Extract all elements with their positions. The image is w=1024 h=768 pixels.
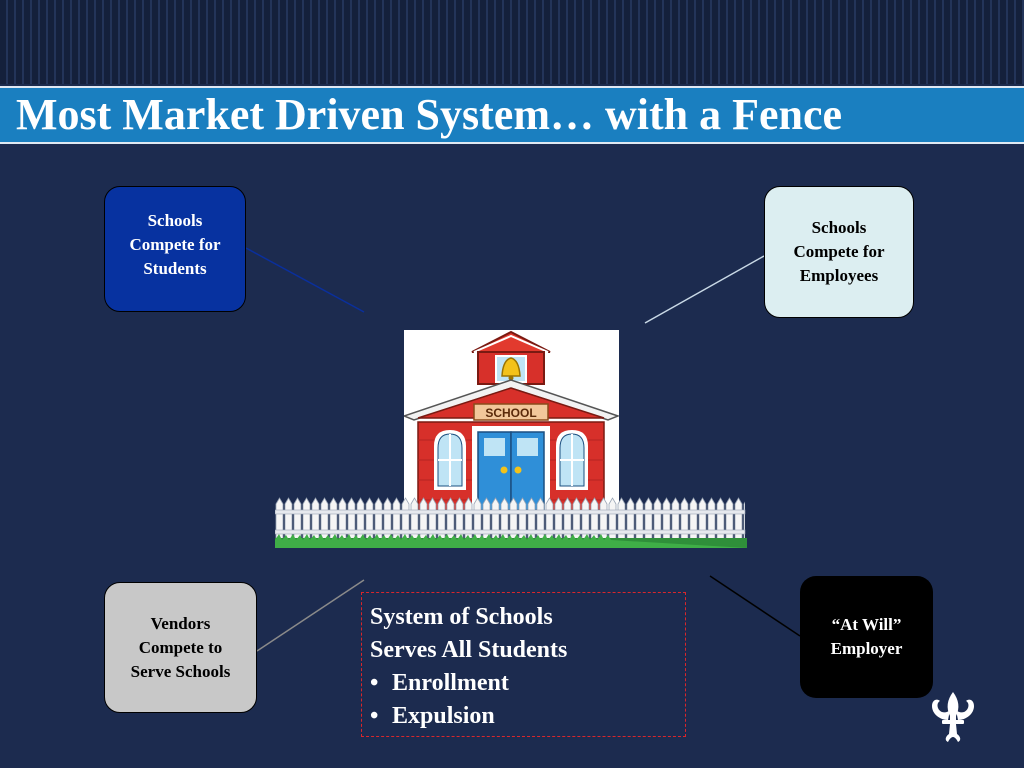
connector-employees	[644, 255, 765, 324]
fleur-de-lis-icon	[932, 692, 974, 742]
bullet-dot-icon: •	[370, 703, 379, 729]
connector-employer	[709, 575, 801, 637]
box-schools-compete-employees: Schools Compete for Employees	[764, 186, 914, 318]
box-employees-label: Schools Compete for Employees	[793, 218, 885, 285]
header-stripes	[0, 0, 1024, 84]
title-bar: Most Market Driven System… with a Fence	[0, 86, 1024, 144]
box-schools-compete-students: Schools Compete for Students	[104, 186, 246, 312]
picket-fence-icon	[275, 496, 747, 548]
box-vendors-label: Vendors Compete to Serve Schools	[130, 613, 231, 681]
bullet-expulsion: • Expulsion	[370, 700, 685, 733]
system-line-2: Serves All Students	[370, 637, 568, 663]
bullet-enrollment: • Enrollment	[370, 667, 685, 700]
bullet-dot-icon: •	[370, 670, 379, 696]
box-employer-label: “At Will” Employer	[830, 615, 903, 658]
system-line-1: System of Schools	[370, 604, 553, 630]
box-at-will-employer: “At Will” Employer	[800, 576, 933, 698]
bullet-expulsion-label: Expulsion	[392, 703, 495, 729]
schoolhouse-panel: SCHOOL	[401, 330, 621, 511]
box-vendors-compete: Vendors Compete to Serve Schools	[104, 582, 257, 713]
connector-students	[245, 247, 365, 313]
school-sign-text: SCHOOL	[485, 406, 536, 420]
schoolhouse-icon: SCHOOL	[401, 330, 621, 511]
slide-title: Most Market Driven System… with a Fence	[16, 90, 843, 139]
system-of-schools-box: System of Schools Serves All Students • E…	[361, 592, 686, 737]
bullet-enrollment-label: Enrollment	[392, 670, 509, 696]
connector-vendors	[256, 579, 365, 652]
box-students-label: Schools Compete for Students	[129, 211, 221, 278]
